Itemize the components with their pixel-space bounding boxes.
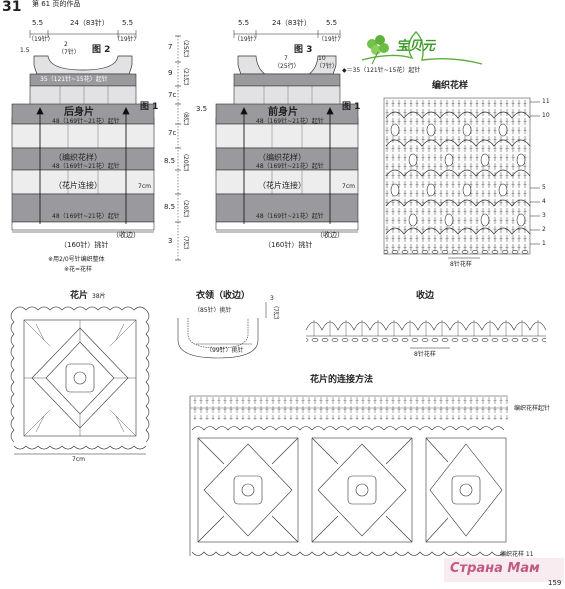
fig3-top-right: 5.5 [326, 19, 338, 27]
front-row48-c: 48（169针~21花）起针 [256, 213, 324, 220]
back-row48-a: 48（169针~21花）起针 [52, 118, 120, 125]
note-1: ※用2/0号针编织整体 [48, 256, 105, 263]
dim-8-5a-n: （20行） [182, 150, 189, 176]
connection-title: 花片的连接方法 [310, 375, 374, 385]
back-piece-shape [11, 55, 155, 233]
fig2-top-right: 5.5 [122, 19, 134, 27]
row-2: 2 [542, 226, 546, 233]
fig2-neck-n: （7针） [58, 49, 80, 56]
flower-width: 7cm [72, 456, 85, 463]
back-hem: （收边） [112, 231, 140, 239]
fig2-top-left-n: （19针） [28, 36, 54, 43]
top-dimension-lines [29, 30, 341, 261]
fig2-label: 图 2 [92, 45, 111, 55]
corner-page: 159 [548, 579, 562, 587]
back-name: 后身片 [64, 107, 94, 118]
edging-repeat: 8针花样 [414, 351, 436, 358]
dim-9-n: （21行） [182, 64, 189, 90]
page-number: 31 [2, 0, 22, 15]
back-cm7: 7cm [138, 183, 151, 190]
pattern-chart-grid [383, 97, 540, 259]
connection-chart [189, 395, 508, 556]
note-2: ※花=花样 [64, 266, 93, 273]
back-pattern: （编织花样） [54, 153, 102, 162]
back-row48-c: 48（169针~21花）起针 [52, 213, 120, 220]
dim-8-5a: 8.5 [164, 157, 176, 165]
dim-7a: 7 [168, 43, 173, 51]
flower-count: 38片 [92, 293, 106, 300]
corner-text: 编织花样 11 [500, 551, 534, 558]
front-name: 前身片 [268, 107, 298, 118]
pattern-repeat: 8针花样 [450, 261, 472, 268]
fig3-top-left: 5.5 [238, 19, 250, 27]
fig3-neck10: 10 [318, 55, 326, 62]
fig1-label-back: 图 1 [140, 102, 159, 112]
header-subtitle: 第 61 页的作品 [32, 0, 81, 8]
back-motif: （花片连接） [54, 181, 102, 190]
logo-text: 宝贝元 [396, 39, 436, 54]
clover-logo-icon [361, 31, 483, 65]
pattern-chart-title: 编织花样 [432, 81, 469, 91]
fig2-side-15: 1.5 [20, 47, 30, 54]
collar-rows: 3 [270, 295, 274, 302]
dim-3-5: 3.5 [196, 105, 208, 113]
row-5: 5 [542, 184, 546, 191]
fig2-top-right-n: （19针） [114, 36, 140, 43]
fig2-stitch-35: 35（121针~15花）起针 [40, 76, 108, 83]
dim-9: 9 [168, 69, 173, 77]
collar-rows-n: （7行） [272, 302, 279, 324]
row-11: 11 [542, 98, 550, 105]
fig3-label: 图 3 [294, 45, 313, 55]
front-hem: （收边） [316, 231, 344, 239]
collar-inner: （85针）挑针 [194, 307, 232, 314]
row-1: 1 [542, 240, 546, 247]
collar-title: 衣领（收边） [196, 291, 251, 301]
fig3-neck7: 7 [284, 55, 288, 62]
flower-title: 花片 [70, 291, 89, 301]
back-total: （160针）挑针 [60, 241, 109, 249]
collar-chart [177, 302, 267, 359]
collar-outer: （99针）挑针 [206, 347, 244, 354]
edging-title: 收边 [416, 291, 435, 301]
fig3-top-left-n: （19针） [234, 36, 260, 43]
dim-7a-n: （25行） [182, 36, 189, 62]
front-total: （160针）挑针 [264, 241, 313, 249]
connection-start: 编织花样起针 [514, 405, 551, 412]
dim-7c: 7c [168, 91, 177, 99]
front-piece-shape [215, 55, 359, 233]
fig2-top-mid: 24（83针） [70, 19, 109, 27]
fig3-neck10-n: （7针） [316, 63, 338, 70]
watermark-backdrop [444, 558, 564, 582]
row-4: 4 [542, 198, 546, 205]
dim-7c2: 7c [168, 129, 177, 137]
front-row48-b: 48（169针~21花）起针 [256, 163, 324, 170]
dim-8-5b: 8.5 [164, 203, 176, 211]
fig3-top-right-n: （19针） [318, 36, 344, 43]
fig2-top-left: 5.5 [32, 19, 44, 27]
front-row48-a: 48（169针~21花）起针 [256, 118, 324, 125]
fig2-neck: 2 [64, 41, 68, 48]
back-row48-b: 48（169针~21花）起针 [52, 163, 120, 170]
dim-3-5-n: （8行） [182, 108, 189, 130]
row-3: 3 [542, 212, 546, 219]
flower-motif-chart [10, 306, 150, 455]
front-cm7: 7cm [342, 183, 355, 190]
row-10: 10 [542, 112, 550, 119]
fig3-neck7-n: （25行） [274, 63, 300, 70]
dim-3: 3 [168, 237, 173, 245]
fig3-stitch-35: ◆＝35（121针~15花）起针 [342, 67, 421, 74]
front-pattern: （编织花样） [258, 153, 306, 162]
watermark-text: Страна Мам [450, 561, 540, 576]
dim-8-5b-n: （20行） [182, 196, 189, 222]
fig1-label-front: 图 1 [342, 102, 361, 112]
front-motif: （花片连接） [258, 181, 306, 190]
edging-chart [305, 320, 547, 349]
dim-3-n: （7行） [182, 232, 189, 254]
fig3-top-mid: 24（83针） [272, 19, 311, 27]
